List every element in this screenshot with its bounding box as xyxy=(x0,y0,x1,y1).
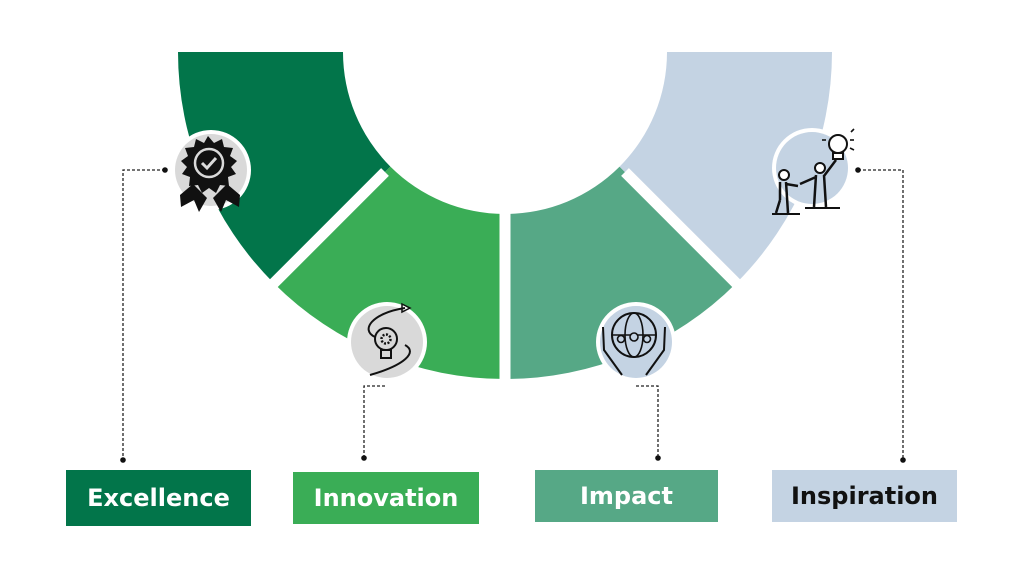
globe-hands-people-icon xyxy=(596,302,676,382)
connector-lines xyxy=(122,169,904,460)
segment-dividers xyxy=(264,168,746,385)
segment-excellence xyxy=(178,52,391,284)
label-innovation: Innovation xyxy=(293,472,479,524)
label-impact: Impact xyxy=(535,470,718,522)
lightbulb-gear-icon xyxy=(347,302,427,382)
label-inspiration: Inspiration xyxy=(772,470,957,522)
mentor-lightbulb-icon xyxy=(772,128,855,215)
award-ribbon-icon xyxy=(171,130,251,212)
label-excellence: Excellence xyxy=(66,470,251,526)
segment-impact xyxy=(505,166,737,379)
connector-dots xyxy=(120,167,906,463)
segment-inspiration xyxy=(619,52,832,284)
segment-innovation xyxy=(273,166,505,379)
